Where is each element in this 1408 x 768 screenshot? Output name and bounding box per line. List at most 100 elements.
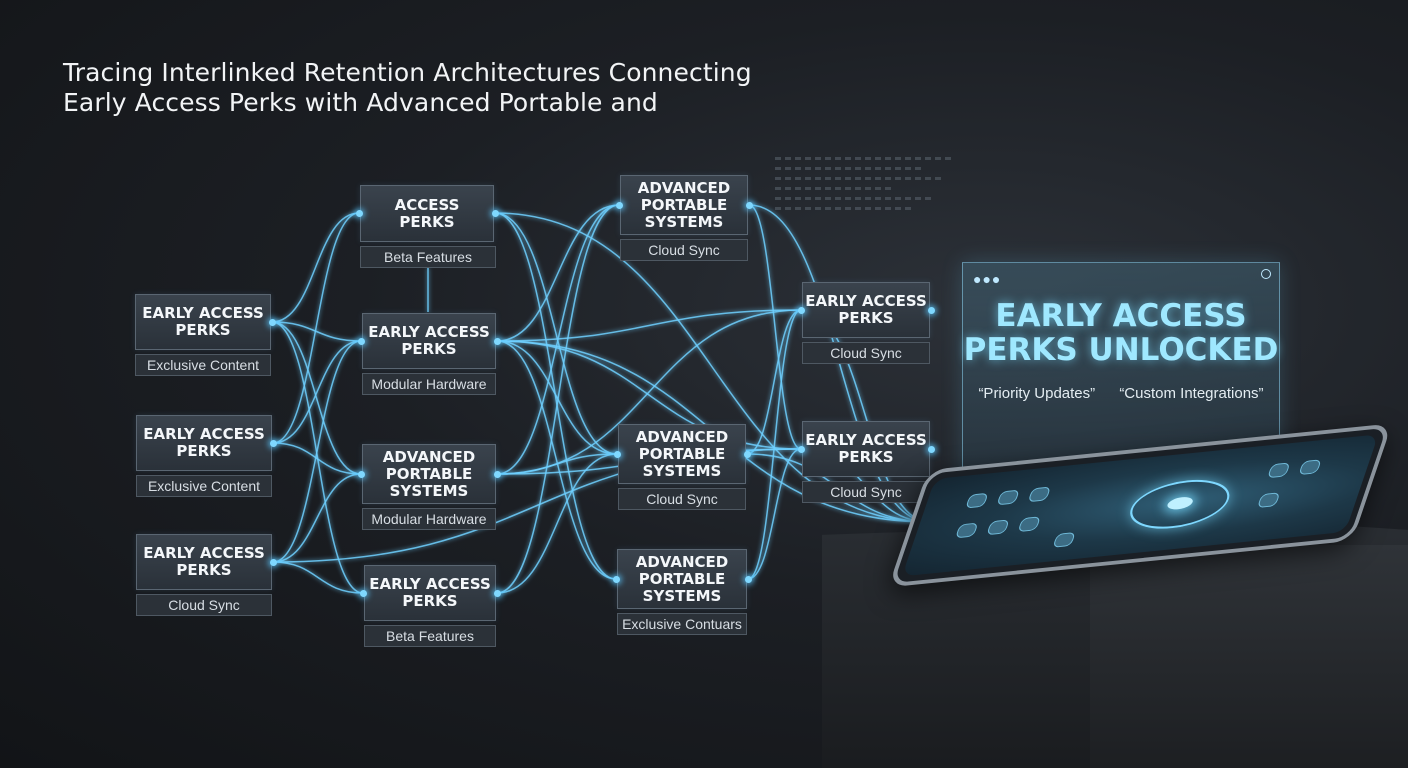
connector-dot bbox=[616, 202, 623, 209]
app-icon[interactable] bbox=[1027, 486, 1052, 503]
connection-wire bbox=[496, 309, 802, 475]
decorative-code-lines bbox=[775, 150, 965, 230]
pedestal-front bbox=[1090, 545, 1408, 768]
connector-dot bbox=[744, 451, 751, 458]
node-heading-line: EARLY ACCESS bbox=[805, 431, 927, 449]
node-heading-line: EARLY ACCESS bbox=[368, 323, 490, 341]
panel-item-custom-integrations: “Custom Integrations” bbox=[1119, 385, 1264, 402]
connection-wire bbox=[496, 453, 618, 594]
connection-wire bbox=[496, 340, 617, 580]
connector-dot bbox=[928, 446, 935, 453]
connector-dot bbox=[494, 471, 501, 478]
node-heading-line: PERKS bbox=[838, 309, 894, 327]
connection-wire bbox=[747, 309, 802, 580]
connection-wire bbox=[496, 204, 620, 342]
connector-dot bbox=[613, 576, 620, 583]
node-heading-line: ADVANCED bbox=[635, 427, 729, 446]
node-heading-line: PERKS bbox=[838, 448, 894, 466]
connection-wire bbox=[746, 309, 802, 455]
connector-dot bbox=[356, 210, 363, 217]
connection-wire bbox=[272, 340, 362, 563]
node-heading-line: ACCESS bbox=[394, 195, 460, 214]
connection-wire bbox=[272, 340, 362, 444]
node-heading-line: PERKS bbox=[176, 442, 232, 460]
connector-dot bbox=[798, 446, 805, 453]
connection-wire bbox=[748, 204, 802, 450]
node-heading-line: PERKS bbox=[399, 212, 455, 231]
node-heading-line: SYSTEMS bbox=[644, 212, 724, 231]
node-heading-line: PERKS bbox=[175, 321, 231, 339]
panel-headline: EARLY ACCESS PERKS UNLOCKED bbox=[963, 299, 1279, 367]
connector-dot bbox=[928, 307, 935, 314]
node-label: Cloud Sync bbox=[618, 488, 746, 510]
app-icon[interactable] bbox=[955, 522, 979, 539]
app-icon[interactable] bbox=[1256, 492, 1281, 509]
node-heading-line: SYSTEMS bbox=[642, 586, 722, 605]
connector-dot bbox=[798, 307, 805, 314]
node-heading-line: EARLY ACCESS bbox=[143, 425, 265, 443]
connection-wire bbox=[496, 309, 802, 342]
app-icon[interactable] bbox=[1052, 532, 1076, 548]
connector-dot bbox=[494, 590, 501, 597]
connection-wire bbox=[272, 212, 360, 444]
app-icon[interactable] bbox=[1298, 459, 1322, 476]
node-heading-line: SYSTEMS bbox=[389, 481, 469, 500]
connector-dot bbox=[270, 559, 277, 566]
node-heading-line: EARLY ACCESS bbox=[805, 292, 927, 310]
connection-wire bbox=[272, 473, 362, 563]
node-heading-line: EARLY ACCESS bbox=[142, 304, 264, 322]
node-label: Beta Features bbox=[364, 625, 496, 647]
node-heading-line: PORTABLE bbox=[640, 195, 728, 214]
connection-wire bbox=[494, 212, 931, 523]
ellipsis-icon: ●●● bbox=[973, 271, 1002, 287]
node-label: Cloud Sync bbox=[620, 239, 748, 261]
circle-icon bbox=[1261, 269, 1271, 279]
connection-wire bbox=[271, 212, 360, 323]
app-icon[interactable] bbox=[986, 519, 1010, 536]
connector-dot bbox=[269, 319, 276, 326]
connection-wire bbox=[272, 442, 362, 475]
target-icon bbox=[1122, 475, 1237, 534]
node-label: Cloud Sync bbox=[136, 594, 272, 616]
app-icon[interactable] bbox=[965, 492, 989, 509]
page-title: Tracing Interlinked Retention Architectu… bbox=[63, 58, 823, 118]
node-label: Exclusive Content bbox=[136, 475, 272, 497]
connection-wire bbox=[271, 321, 362, 342]
connection-wire bbox=[496, 204, 620, 594]
node-label: Exclusive Contuars bbox=[617, 613, 747, 635]
node-label: Cloud Sync bbox=[802, 342, 930, 364]
connector-dot bbox=[358, 338, 365, 345]
node-heading-line: ADVANCED bbox=[635, 552, 729, 571]
node-label: Beta Features bbox=[360, 246, 496, 268]
node-label: Cloud Sync bbox=[802, 481, 930, 503]
connection-wire bbox=[272, 561, 364, 594]
app-icon[interactable] bbox=[1017, 516, 1041, 533]
node-heading-line: EARLY ACCESS bbox=[369, 575, 491, 593]
app-icon[interactable] bbox=[996, 489, 1020, 506]
connector-dot bbox=[746, 202, 753, 209]
node-heading-line: PORTABLE bbox=[385, 464, 473, 483]
node-heading-line: PERKS bbox=[401, 340, 457, 358]
connector-dot bbox=[494, 338, 501, 345]
connector-dot bbox=[745, 576, 752, 583]
app-icon[interactable] bbox=[1267, 462, 1291, 479]
node-heading-line: ADVANCED bbox=[382, 447, 476, 466]
